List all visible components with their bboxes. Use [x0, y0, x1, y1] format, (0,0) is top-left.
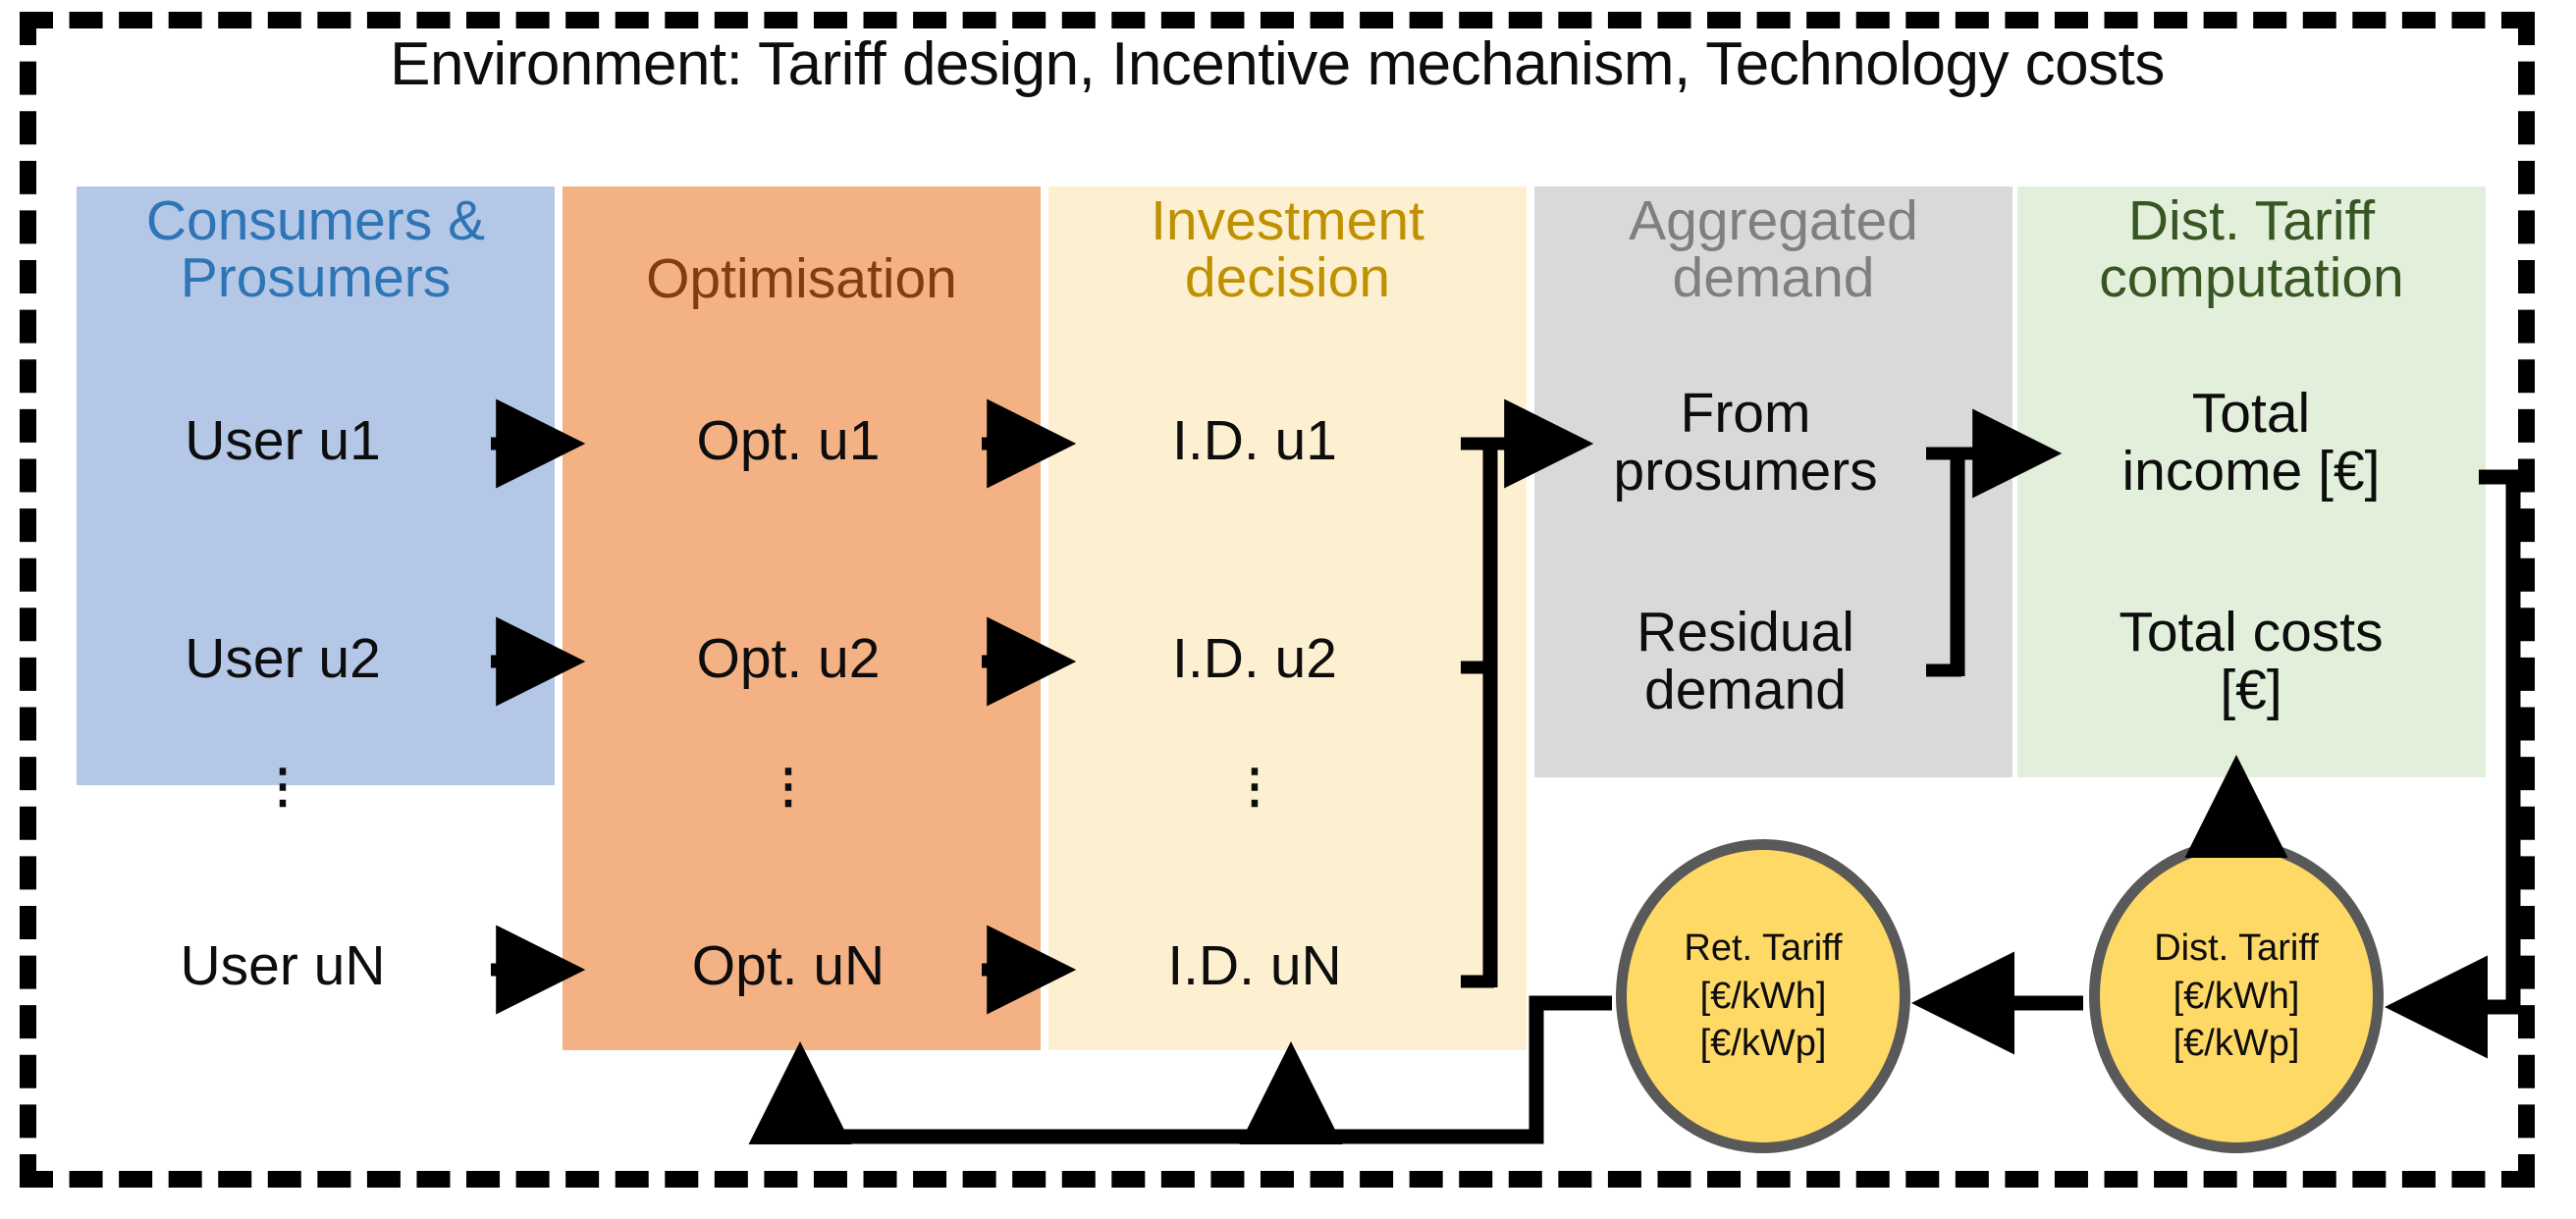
column-consumers [77, 186, 555, 785]
column-header-tariff-computation: Dist. Tariff computation [2099, 189, 2404, 310]
column-header-investment: Investment decision [1151, 189, 1424, 310]
column-header-optimisation: Optimisation [646, 247, 957, 310]
ellipsis-investment: ⋮ [1231, 761, 1278, 813]
circle-distribution-tariff[interactable]: Dist. Tariff [€/kWh] [€/kWp] [2089, 839, 2384, 1153]
column-aggregated-demand [1534, 186, 2012, 777]
cell-consumers-u1: User u1 [185, 409, 381, 472]
column-header-aggregated-demand: Aggregated demand [1629, 189, 1918, 310]
cell-consumers-u2: User u2 [185, 627, 381, 690]
column-investment [1048, 186, 1527, 1050]
ellipsis-optimisation: ⋮ [765, 761, 812, 813]
cell-optimisation-u2: Opt. u2 [696, 627, 881, 690]
column-optimisation [563, 186, 1041, 1050]
environment-title: Environment: Tariff design, Incentive me… [390, 30, 2165, 98]
cell-investment-u2: I.D. u2 [1172, 627, 1337, 690]
circle-retail-tariff[interactable]: Ret. Tariff [€/kWh] [€/kWp] [1616, 839, 1910, 1153]
ellipsis-consumers: ⋮ [259, 761, 306, 813]
cell-total-income: Total income [€] [2121, 382, 2381, 504]
cell-optimisation-u1: Opt. u1 [696, 409, 881, 472]
circle-retail-tariff-label: Ret. Tariff [€/kWh] [€/kWp] [1684, 928, 1843, 1065]
cell-investment-u1: I.D. u1 [1172, 409, 1337, 472]
cell-residual-demand: Residual demand [1637, 601, 1854, 722]
cell-optimisation-uN: Opt. uN [691, 934, 886, 997]
cell-investment-uN: I.D. uN [1167, 934, 1342, 997]
cell-consumers-uN: User uN [180, 934, 386, 997]
cell-from-prosumers: From prosumers [1613, 382, 1878, 504]
circle-distribution-tariff-label: Dist. Tariff [€/kWh] [€/kWp] [2154, 928, 2319, 1065]
column-header-consumers: Consumers & Prosumers [145, 189, 486, 310]
cell-total-costs: Total costs [€] [2119, 601, 2384, 722]
environment-frame [20, 12, 2535, 1188]
